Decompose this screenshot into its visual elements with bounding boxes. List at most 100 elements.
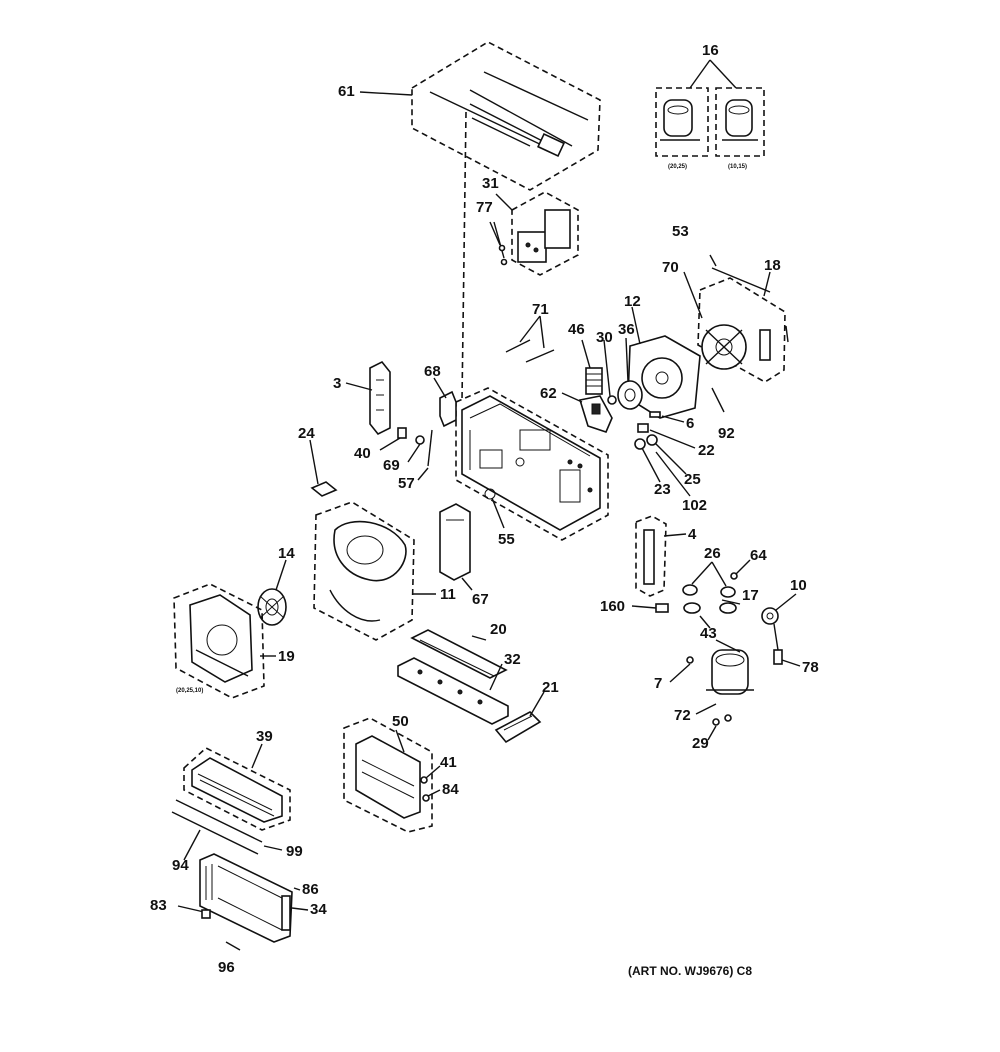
part-18-clip: [785, 325, 789, 343]
leader-12: [631, 306, 641, 345]
part-16-compressors: [655, 87, 765, 157]
callout-43: 43: [700, 625, 717, 642]
part-64: [730, 572, 738, 580]
part-40: [397, 427, 407, 439]
part-31-control-panel: [511, 191, 579, 276]
part-160: [655, 603, 669, 613]
leader-71a: [519, 315, 541, 343]
part-3-bracket: [369, 360, 391, 436]
leader-84: [427, 789, 441, 797]
leader-53: [709, 254, 717, 267]
leader-77b: [493, 221, 505, 259]
leader-71b: [539, 315, 545, 349]
callout-61: 61: [338, 83, 355, 100]
leader-70: [683, 271, 703, 319]
part-18-shroud: [697, 277, 786, 383]
callout-46: 46: [568, 321, 585, 338]
leader-26b: [711, 561, 727, 587]
leader-64: [735, 559, 751, 575]
callout-41: 41: [440, 754, 457, 771]
part-62-bracket: [578, 395, 613, 433]
leader-10: [775, 593, 797, 611]
callout-31: 31: [482, 175, 499, 192]
callout-94: 94: [172, 857, 189, 874]
leader-36: [625, 337, 629, 383]
callout-92: 92: [718, 425, 735, 442]
art-number: (ART NO. WJ9676) C8: [628, 964, 752, 978]
part-14-blower-wheel: [257, 588, 287, 626]
callout-labels: 16 61 31 77 53 70 18 71 46 30 36 12 3 68…: [150, 42, 819, 976]
leader-55: [491, 497, 505, 529]
leader-29: [707, 725, 717, 741]
part-17b: [719, 602, 737, 614]
callout-26: 26: [704, 545, 721, 562]
leader-14: [275, 559, 287, 591]
callout-14: 14: [278, 545, 295, 562]
leader-43: [699, 615, 711, 629]
leader-24: [309, 439, 319, 485]
leader-21: [529, 691, 545, 717]
callout-50: 50: [392, 713, 409, 730]
part-39-evaporator: [183, 747, 291, 831]
part-29a: [712, 718, 720, 726]
callout-57: 57: [398, 475, 415, 492]
callout-19: 19: [278, 648, 295, 665]
callout-12: 12: [624, 293, 641, 310]
callout-24: 24: [298, 425, 315, 442]
leader-68: [433, 377, 447, 399]
callout-40: 40: [354, 445, 371, 462]
part-4-bracket: [635, 515, 667, 597]
part-46-capacitor: [585, 367, 603, 395]
callout-102: 102: [682, 497, 707, 514]
part-29b: [724, 714, 732, 722]
callout-62: 62: [540, 385, 557, 402]
callout-17: 17: [742, 587, 759, 604]
leader-7: [669, 663, 691, 683]
leader-61: [359, 91, 413, 96]
leader-46: [581, 339, 591, 369]
callout-22: 22: [698, 442, 715, 459]
callout-71: 71: [532, 301, 549, 318]
part-94-strip: [171, 811, 259, 855]
part-96: [225, 941, 241, 951]
leader-50: [395, 729, 405, 753]
leader-4: [663, 533, 687, 537]
part-26b: [720, 586, 736, 598]
callout-64: 64: [750, 547, 767, 564]
leader-40: [379, 437, 401, 451]
part-condenser-coil: [199, 853, 293, 943]
part-36-motor: [617, 380, 643, 410]
part-68-bracket: [439, 390, 457, 428]
leader-3: [345, 382, 373, 391]
leader-160: [631, 605, 657, 609]
note-blower-housing: (20,25,10): [176, 688, 203, 694]
part-57: [427, 429, 433, 467]
leader-78: [781, 659, 801, 667]
part-84: [422, 794, 430, 802]
leader-83: [177, 905, 205, 913]
leader-25: [655, 443, 687, 475]
part-7: [686, 656, 694, 664]
leader-86: [293, 887, 301, 891]
callout-96: 96: [218, 959, 235, 976]
callout-10: 10: [790, 577, 807, 594]
callout-29: 29: [692, 735, 709, 752]
part-21-bracket: [494, 711, 542, 744]
callout-84: 84: [442, 781, 459, 798]
part-26: [682, 584, 698, 596]
part-78-sensor: [773, 623, 783, 665]
callout-69: 69: [383, 457, 400, 474]
note-compressor-right: (10,15): [728, 164, 747, 170]
base-pan-chassis: [455, 387, 609, 541]
leader-99: [263, 845, 283, 851]
part-61-top-cover: [411, 41, 601, 191]
part-30: [607, 395, 617, 405]
callout-20: 20: [490, 621, 507, 638]
leader-39: [251, 743, 263, 769]
callout-34: 34: [310, 901, 327, 918]
part-67-panel: [439, 503, 471, 581]
leader-67: [461, 577, 473, 591]
leader-30: [603, 339, 611, 397]
part-77-a: [498, 244, 506, 252]
